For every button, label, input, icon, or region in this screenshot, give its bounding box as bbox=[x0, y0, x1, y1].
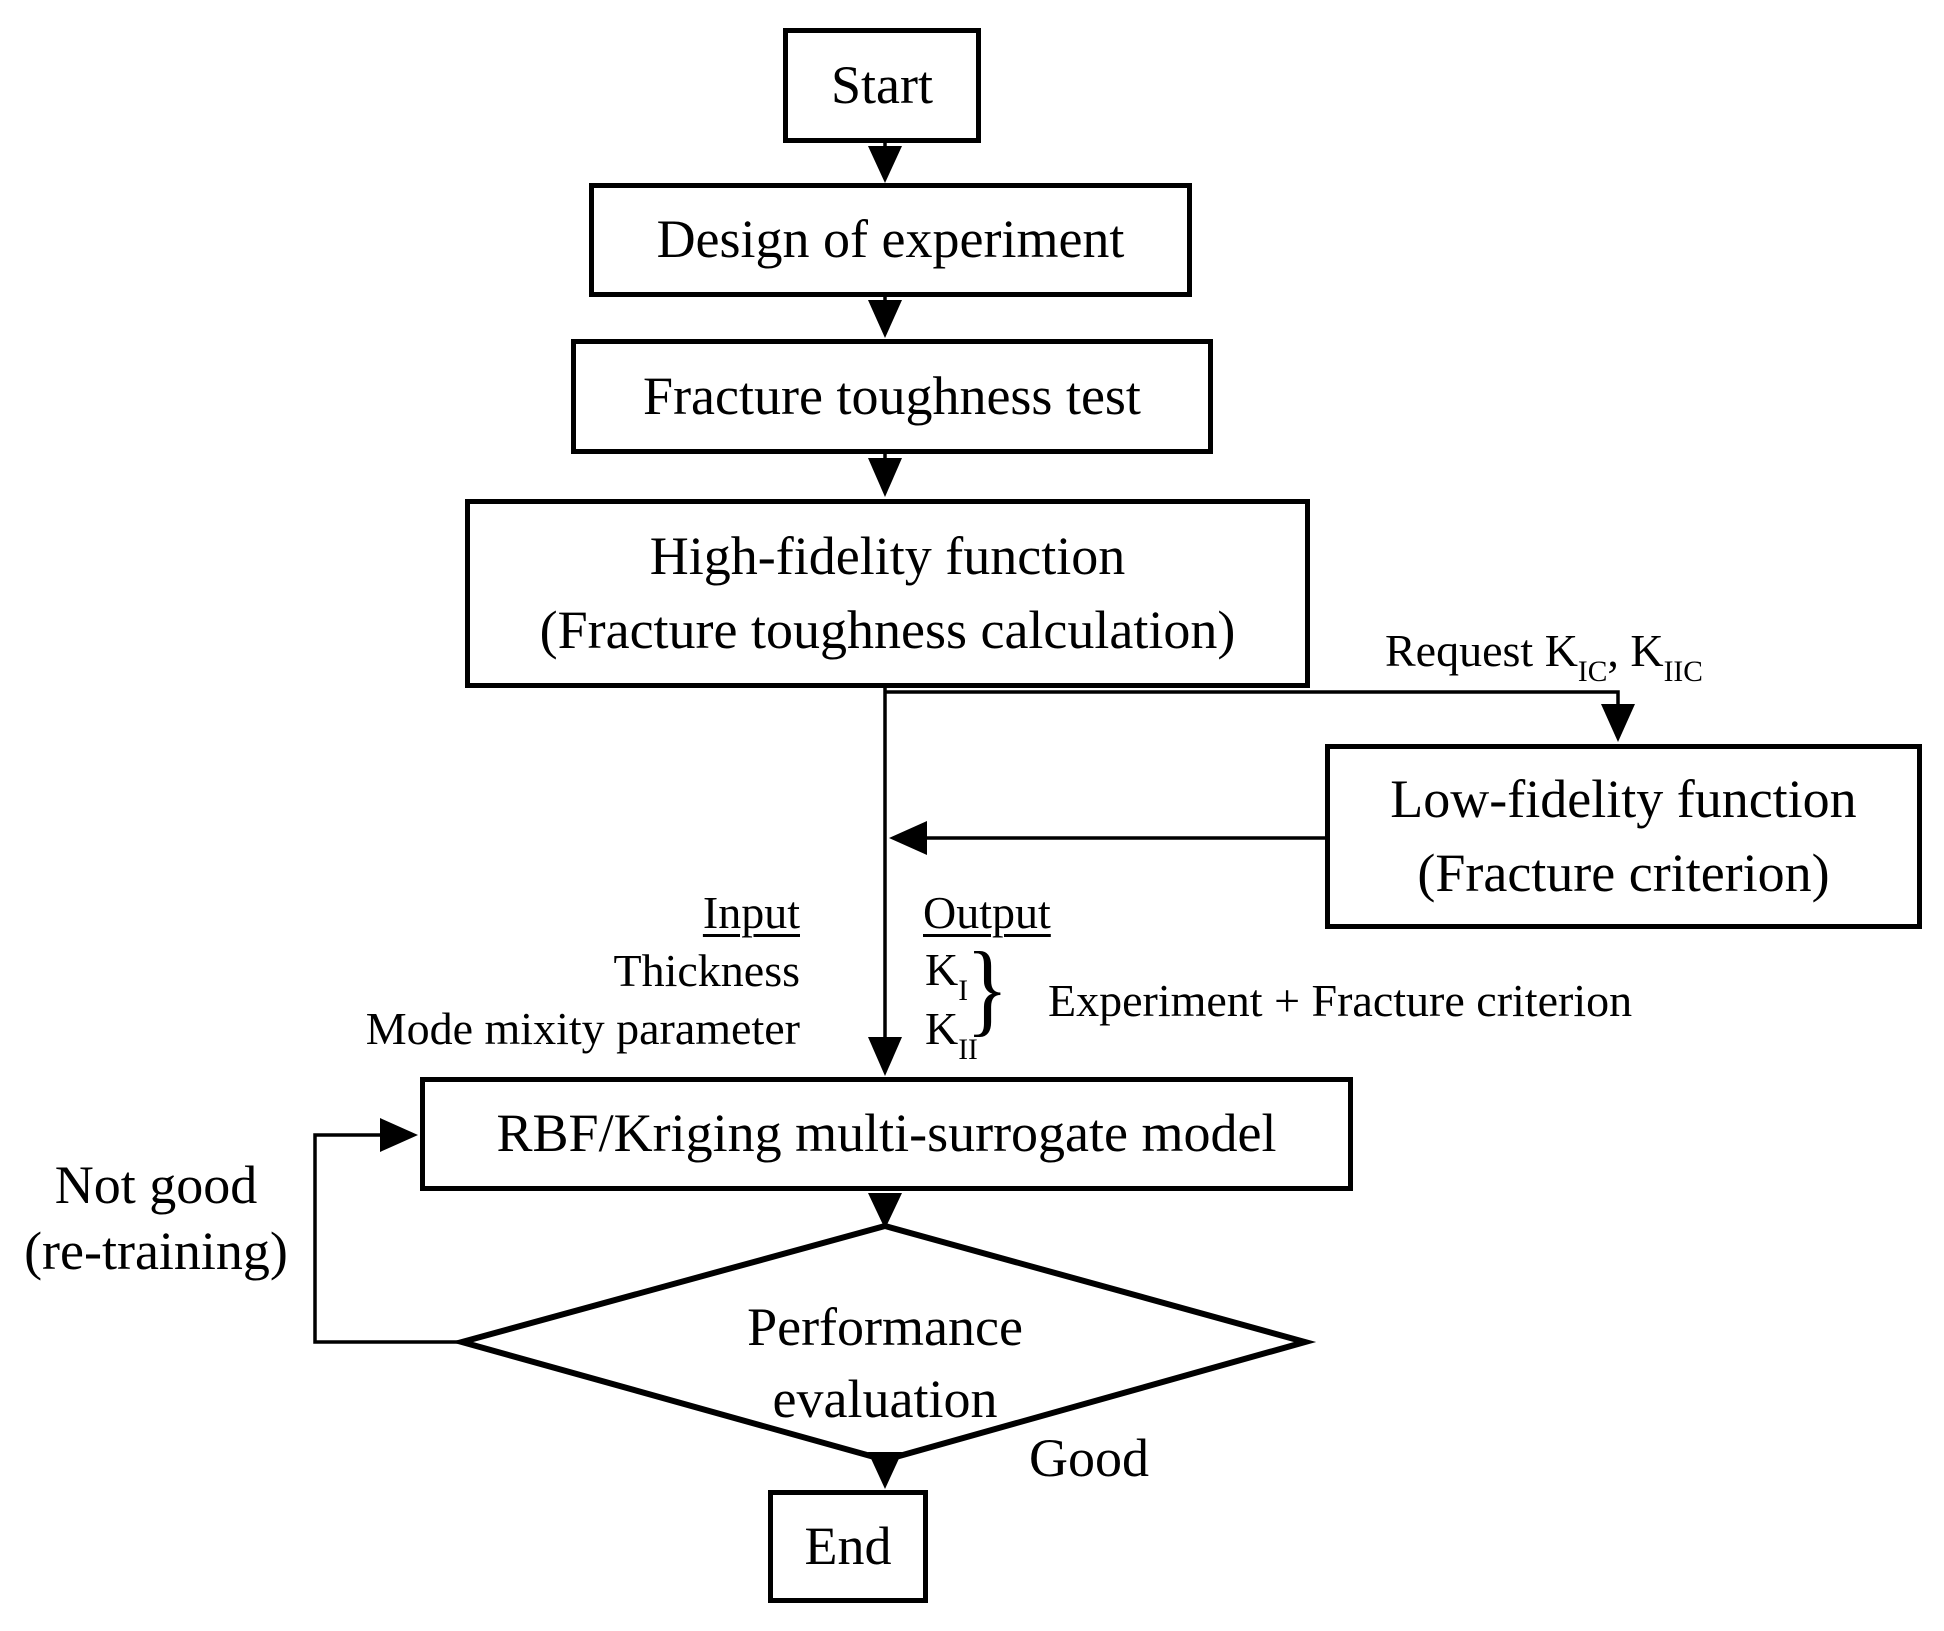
input-item-mode-mixity: Mode mixity parameter bbox=[365, 1003, 800, 1054]
performance-evaluation-line2: evaluation bbox=[772, 1368, 998, 1429]
label-not-good: Not good (re-training) bbox=[0, 1152, 312, 1284]
node-surrogate-model-label: RBF/Kriging multi-surrogate model bbox=[496, 1103, 1277, 1164]
kii-base: K bbox=[925, 1003, 959, 1054]
request-sub-iic: IIC bbox=[1663, 656, 1703, 689]
kii-sub: II bbox=[958, 1034, 978, 1067]
edge-retrain-loop bbox=[313, 1133, 462, 1344]
arrowhead-test-to-highfidelity bbox=[868, 458, 902, 497]
performance-evaluation-line1: Performance bbox=[747, 1297, 1023, 1357]
label-output-kii: KII bbox=[925, 1000, 978, 1065]
output-header: Output bbox=[923, 887, 1051, 938]
label-request-kic-kiic: Request KIC, KIIC bbox=[1385, 622, 1703, 687]
node-low-fidelity-line2: (Fracture criterion) bbox=[1417, 842, 1830, 903]
node-start: Start bbox=[783, 28, 981, 143]
input-item-thickness: Thickness bbox=[613, 945, 800, 996]
node-start-label: Start bbox=[831, 54, 933, 115]
node-low-fidelity-line1: Low-fidelity function bbox=[1390, 768, 1857, 829]
label-good: Good bbox=[1029, 1428, 1149, 1488]
output-brace: } bbox=[966, 931, 1009, 1046]
node-performance-evaluation-label: Performance evaluation bbox=[635, 1292, 1135, 1436]
node-fracture-toughness-test-label: Fracture toughness test bbox=[643, 365, 1141, 426]
node-high-fidelity-function: High-fidelity function (Fracture toughne… bbox=[465, 499, 1310, 688]
arrowhead-surrogate-to-decision bbox=[868, 1193, 902, 1229]
arrowhead-loop-to-surrogate bbox=[380, 1118, 418, 1152]
node-design-of-experiment-label: Design of experiment bbox=[656, 209, 1125, 270]
arrowhead-into-lowfidelity bbox=[1601, 704, 1635, 742]
arrowhead-into-end bbox=[868, 1452, 902, 1489]
not-good-line2: (re-training) bbox=[24, 1221, 288, 1281]
node-end-label: End bbox=[804, 1515, 892, 1576]
arrowhead-return-to-mainline bbox=[889, 821, 927, 855]
request-sub-ic: IC bbox=[1577, 656, 1608, 689]
label-output-note: Experiment + Fracture criterion bbox=[1048, 975, 1633, 1026]
node-high-fidelity-line2: (Fracture toughness calculation) bbox=[539, 599, 1236, 660]
label-input-block: Input Thickness Mode mixity parameter bbox=[280, 884, 800, 1058]
node-surrogate-model: RBF/Kriging multi-surrogate model bbox=[420, 1077, 1353, 1191]
node-design-of-experiment: Design of experiment bbox=[589, 183, 1192, 297]
arrowhead-into-surrogate bbox=[868, 1037, 902, 1076]
node-low-fidelity-function: Low-fidelity function (Fracture criterio… bbox=[1325, 744, 1922, 929]
ki-base: K bbox=[925, 944, 959, 995]
input-header: Input bbox=[280, 884, 800, 942]
node-end: End bbox=[768, 1490, 928, 1603]
input-header-text: Input bbox=[702, 887, 800, 938]
arrowhead-design-to-test bbox=[868, 300, 902, 338]
request-text: Request K bbox=[1385, 625, 1578, 676]
arrowhead-start-to-design bbox=[868, 146, 902, 183]
request-separator: , K bbox=[1607, 625, 1664, 676]
label-output-ki: KI bbox=[925, 941, 968, 1006]
node-high-fidelity-line1: High-fidelity function bbox=[649, 525, 1126, 586]
ki-sub: I bbox=[958, 975, 969, 1008]
node-fracture-toughness-test: Fracture toughness test bbox=[571, 339, 1213, 454]
not-good-line1: Not good bbox=[54, 1155, 258, 1215]
edge-request-branch bbox=[885, 690, 1620, 706]
